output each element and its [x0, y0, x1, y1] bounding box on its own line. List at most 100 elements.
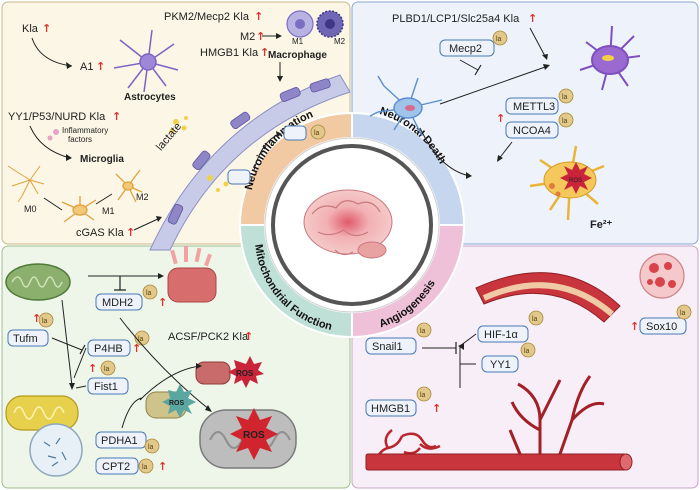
label-yy1-p53-nurd: YY1/P53/NURD Kla: [8, 111, 106, 123]
label-factors: factors: [68, 135, 92, 144]
up-arrow-kla: ↑: [42, 22, 51, 35]
box-yy1-q4: [481, 355, 519, 373]
box-tufm: [7, 329, 49, 347]
up-arrow-mdh2: ↑: [158, 296, 167, 309]
label-p4hb: P4HB: [94, 343, 123, 355]
up-arrow-sox10: ↑: [630, 320, 639, 333]
macrophage-m1-icon: [286, 10, 314, 38]
up-arrow-m2: ↑: [256, 30, 265, 43]
label-fe2: Fe²⁺: [590, 219, 613, 231]
la-badge-ncoa4: [558, 112, 574, 128]
la-badge-cpt2-text: la: [142, 464, 148, 471]
label-m2-small: M2: [334, 37, 346, 46]
la-badge-tufm: [38, 312, 54, 328]
la-badge-hif1a-text: la: [532, 316, 538, 323]
microglia-m0-icon: [7, 165, 45, 203]
la-badge-hif1a: [528, 310, 544, 326]
label-inflammatory: Inflammatory: [62, 126, 108, 135]
up-arrow-cgas: ↑: [126, 226, 135, 239]
up-arrow-fist1: ↑: [88, 362, 97, 375]
la-badge-mettl3: [558, 88, 574, 104]
label-yy1-q4: YY1: [490, 359, 511, 371]
blood-vessel-icon: [475, 272, 621, 323]
red-cell-cluster-icon: [639, 253, 685, 299]
la-badge-hmgb1-text: la: [420, 392, 426, 399]
up-arrow-yy1: ↑: [112, 110, 121, 123]
up-arrow-plbd1: ↑: [528, 12, 537, 25]
capillary-network-icon: [370, 429, 441, 471]
box-mecp2: [439, 39, 495, 57]
neuron-icon: [369, 75, 443, 137]
la-badge-pdha1-text: la: [148, 444, 154, 451]
label-fist1: Fist1: [94, 381, 118, 393]
label-cgas-kla: cGAS Kla: [76, 227, 125, 239]
ferroptotic-neuron-icon: ROS: [529, 145, 605, 221]
up-arrow-pkm2: ↑: [254, 10, 263, 23]
box-hif1a: [477, 325, 529, 343]
box-pdha1: [95, 431, 147, 449]
label-ros-2: ROS: [169, 400, 185, 407]
label-kla-a1: Kla: [22, 23, 39, 35]
la-badge-pdha1: [144, 438, 160, 454]
mitochondrion-ros-icon-2: ROS: [145, 384, 196, 419]
lysosome-icon: [29, 423, 83, 477]
box-hmgb1-q4: [365, 399, 417, 417]
label-plbd1: PLBD1/LCP1/Slc25a4 Kla: [392, 13, 520, 25]
label-ros-3: ROS: [243, 430, 265, 441]
membrane-channels: [167, 78, 331, 225]
box-cpt2: [95, 457, 139, 475]
microglia-m1-icon: [61, 196, 97, 223]
label-m1: M1: [102, 206, 115, 216]
blood-vessel-bottom-icon: [365, 453, 633, 471]
la-badge-yy1-text: la: [524, 348, 530, 355]
healthy-mitochondrion-icon: [5, 395, 79, 431]
la-badge-mdh2-text: la: [146, 290, 152, 297]
la-badge-q1-text: la: [314, 130, 320, 137]
label-mettl3: METTL3: [513, 101, 555, 113]
q4-content: ↑ Sox10 la HIF-1α la YY1 la Snail1 la HM…: [365, 253, 692, 471]
label-hif1a: HIF-1α: [484, 329, 519, 341]
label-pkm2-mecp2: PKM2/Mecp2 Kla: [164, 11, 250, 23]
box-mettl3: [505, 97, 559, 115]
label-ros-1: ROS: [236, 369, 254, 378]
transporter-box-2: [283, 125, 307, 141]
label-macrophage: Macrophage: [268, 50, 327, 61]
label-mdh2: MDH2: [102, 297, 133, 309]
q2-content: PLBD1/LCP1/Slc25a4 Kla ↑ Mecp2 la METTL3…: [369, 12, 641, 231]
la-badge-p4hb-text: la: [138, 336, 144, 343]
label-cpt2: CPT2: [102, 461, 130, 473]
ros-burst-q2: [560, 162, 592, 194]
label-astrocytes: Astrocytes: [124, 92, 176, 103]
label-hmgb1-q4: HMGB1: [371, 403, 410, 415]
box-fist1: [87, 377, 129, 395]
up-arrow-p4hb: ↑: [132, 342, 141, 355]
vessel-sprouts-icon: [508, 375, 605, 455]
la-badge-hmgb1: [416, 386, 432, 402]
up-arrow-acsf: ↑: [244, 330, 253, 343]
astrocyte-icon: [113, 29, 179, 93]
macrophage-m2-icon: [316, 10, 344, 38]
label-m2: M2: [136, 192, 149, 202]
up-arrow-cpt2: ↑: [158, 460, 167, 473]
label-microglia: Microglia: [80, 154, 124, 165]
label-sox10: Sox10: [646, 321, 677, 333]
q3-content: MDH2 la ↑ ↑ la Tufm P4HB ↑ la Fist1 la ↑: [5, 246, 297, 477]
la-badge-yy1: [520, 342, 536, 358]
inflammatory-factor-dots: [53, 129, 59, 135]
label-mecp2: Mecp2: [449, 43, 482, 55]
brain-icon: [303, 189, 393, 259]
label-acsf-pck2: ACSF/PCK2 Kla: [168, 331, 249, 343]
label-a1: A1: [80, 61, 93, 73]
microglia-m2-icon: [115, 169, 143, 203]
box-snail1: [365, 337, 417, 355]
up-arrow-hmgb1-q4: ↑: [432, 402, 441, 415]
la-badge-mecp2-text: la: [496, 36, 502, 43]
central-ring: Neuroinflammation Neuronal Death Mitocho…: [238, 105, 466, 339]
mitochondrion-ros-icon-1: ROS: [195, 356, 264, 388]
la-badge-snail1-text: la: [420, 328, 426, 335]
label-m2-top: M2: [240, 31, 255, 43]
la-badge-mdh2: [142, 284, 158, 300]
up-arrow-a1: ↑: [96, 60, 105, 73]
la-badge-tufm-text: la: [42, 318, 48, 325]
